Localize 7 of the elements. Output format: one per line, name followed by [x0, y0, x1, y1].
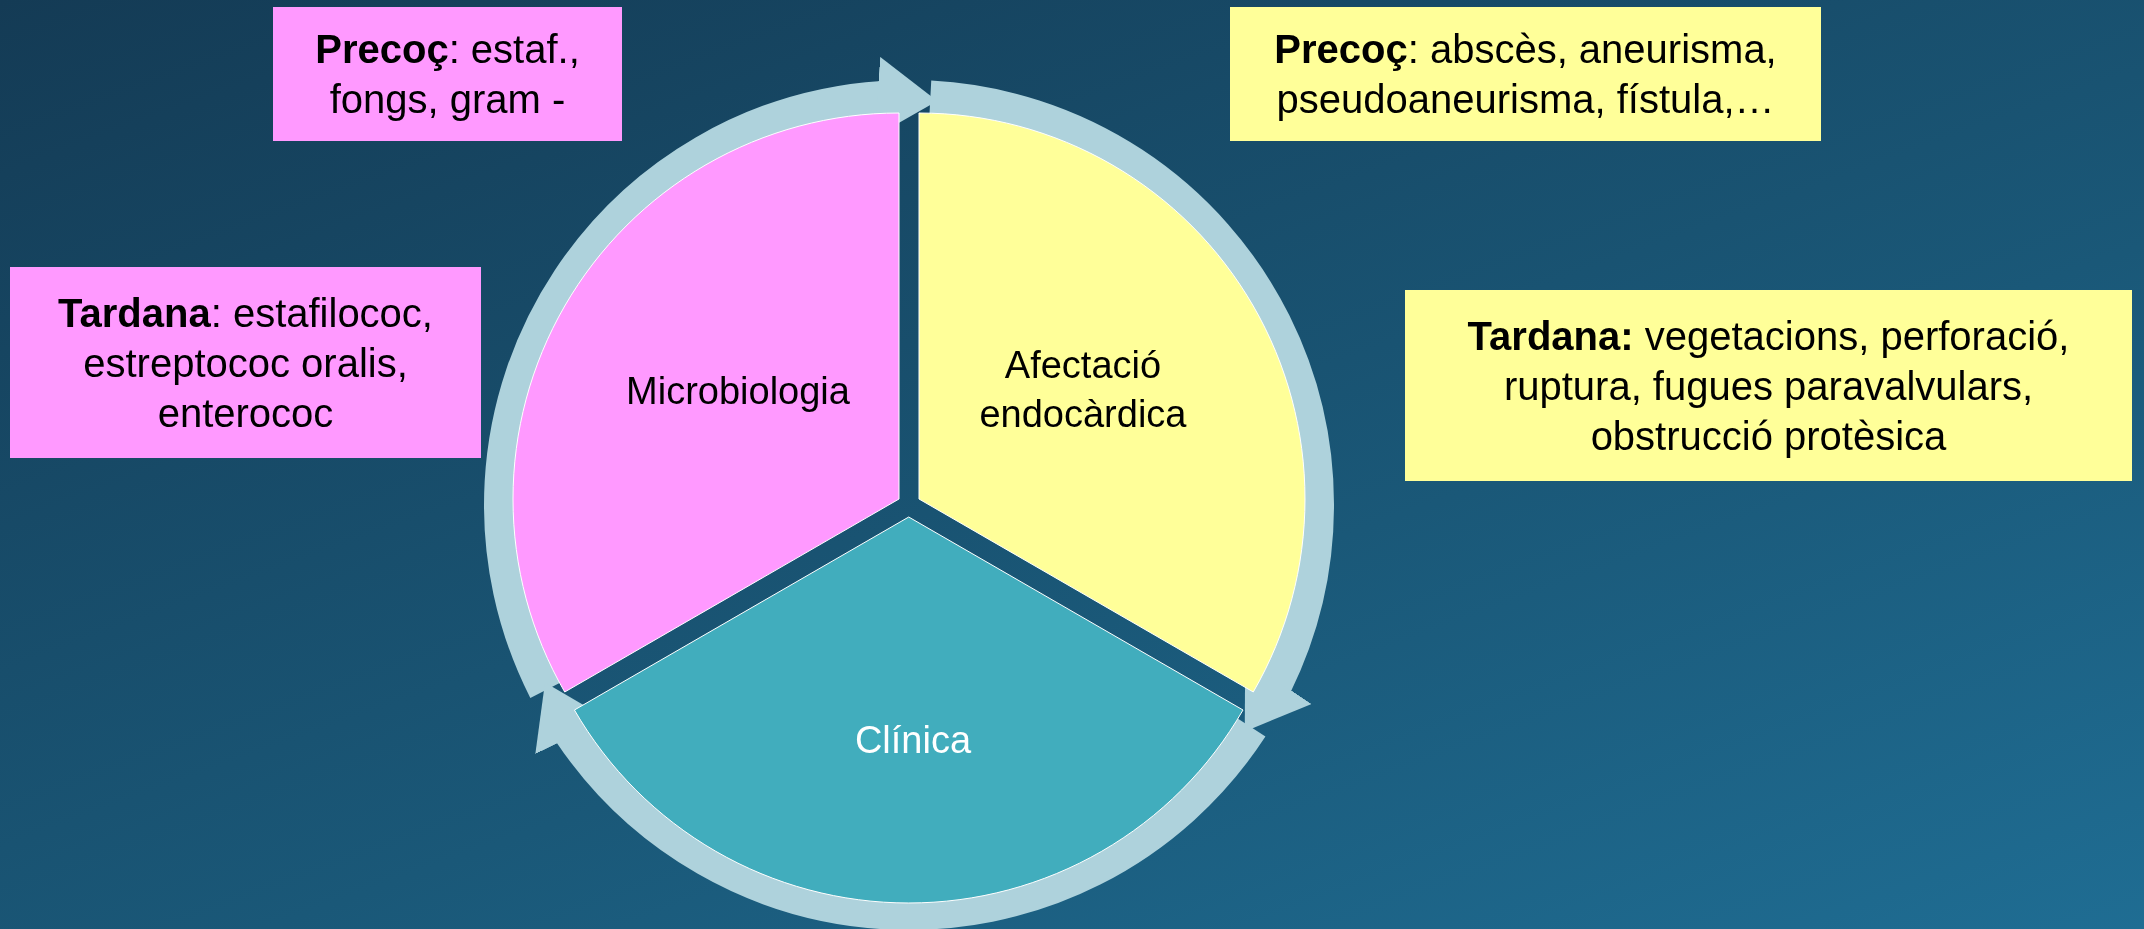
callout-box: Tardana: vegetacions, perforació, ruptura, fugues paravalvulars, obstrucció protèsica: [1405, 290, 2132, 481]
segment-label: Afectació endocàrdica: [978, 342, 1188, 437]
callout-box: Precoç: estaf., fongs, gram -: [273, 7, 622, 141]
segment-label: Microbiologia: [626, 369, 850, 415]
callout-box: Tardana: estafilococ, estreptococ oralis, enterococ: [10, 267, 481, 458]
segment-label: Clínica: [854, 718, 972, 764]
callout-box: Precoç: abscès, aneurisma, pseudoaneurisma, fístula,…: [1230, 7, 1821, 141]
